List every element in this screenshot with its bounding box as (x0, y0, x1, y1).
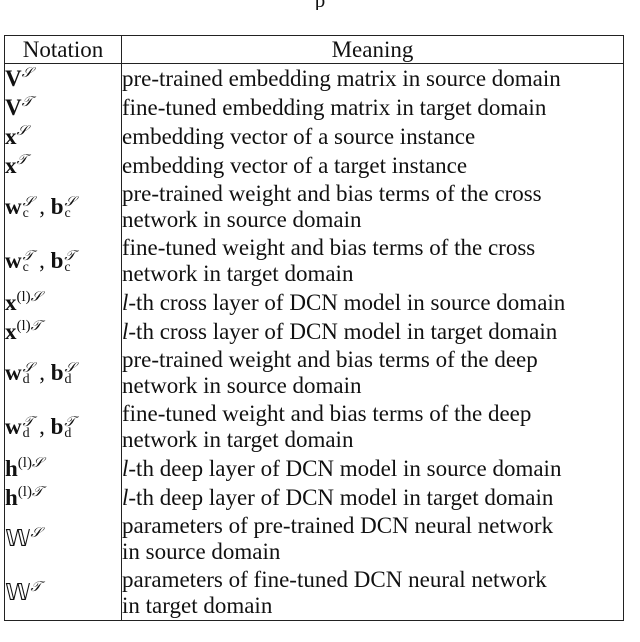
meaning-cell: pre-trained embedding matrix in source d… (121, 63, 624, 93)
header-row: Notation Meaning (4, 35, 624, 64)
meaning-cell: fine-tuned weight and bias terms of the … (121, 400, 624, 454)
notation-cell: V𝒯 (4, 93, 122, 122)
table-row: 𝕎𝒯 parameters of fine-tuned DCN neural n… (4, 566, 624, 621)
notation-header: Notation (4, 35, 122, 64)
notation-cell: 𝕎𝒮 (4, 512, 122, 566)
table-row: h(l)𝒮 l-th deep layer of DCN model in so… (4, 454, 624, 483)
notation-cell: x(l)𝒯 (4, 317, 122, 346)
table-row: x(l)𝒯 l-th cross layer of DCN model in t… (4, 317, 624, 346)
meaning-cell: pre-trained weight and bias terms of the… (121, 180, 624, 234)
meaning-cell: l-th cross layer of DCN model in source … (121, 288, 624, 317)
table-row: x𝒮 embedding vector of a source instance (4, 122, 624, 151)
notation-cell: 𝕎𝒯 (4, 566, 122, 621)
meaning-cell: fine-tuned weight and bias terms of the … (121, 234, 624, 288)
notation-cell: h(l)𝒯 (4, 483, 122, 512)
meaning-cell: embedding vector of a source instance (121, 122, 624, 151)
meaning-cell: l-th cross layer of DCN model in target … (121, 317, 624, 346)
meaning-header: Meaning (121, 35, 624, 64)
notation-cell: x𝒯 (4, 151, 122, 180)
meaning-cell: l-th deep layer of DCN model in source d… (121, 454, 624, 483)
table-row: x(l)𝒮 l-th cross layer of DCN model in s… (4, 288, 624, 317)
table-row: x𝒯 embedding vector of a target instance (4, 151, 624, 180)
meaning-cell: embedding vector of a target instance (121, 151, 624, 180)
notation-cell: V𝒮 (4, 63, 122, 93)
meaning-cell: parameters of fine-tuned DCN neural netw… (121, 566, 624, 621)
notation-cell: x(l)𝒮 (4, 288, 122, 317)
table-row: h(l)𝒯 l-th deep layer of DCN model in ta… (4, 483, 624, 512)
table-row: V𝒯 fine-tuned embedding matrix in target… (4, 93, 624, 122)
meaning-cell: pre-trained weight and bias terms of the… (121, 346, 624, 400)
notation-cell: h(l)𝒮 (4, 454, 122, 483)
table-row: 𝕎𝒮 parameters of pre-trained DCN neural … (4, 512, 624, 566)
meaning-cell: parameters of pre-trained DCN neural net… (121, 512, 624, 566)
meaning-cell: fine-tuned embedding matrix in target do… (121, 93, 624, 122)
table-row: V𝒮 pre-trained embedding matrix in sourc… (4, 63, 624, 93)
table-caption-fragment: p (0, 0, 640, 10)
notation-table: Notation Meaning V𝒮 pre-trained embeddin… (4, 35, 624, 621)
notation-cell: x𝒮 (4, 122, 122, 151)
meaning-cell: l-th deep layer of DCN model in target d… (121, 483, 624, 512)
